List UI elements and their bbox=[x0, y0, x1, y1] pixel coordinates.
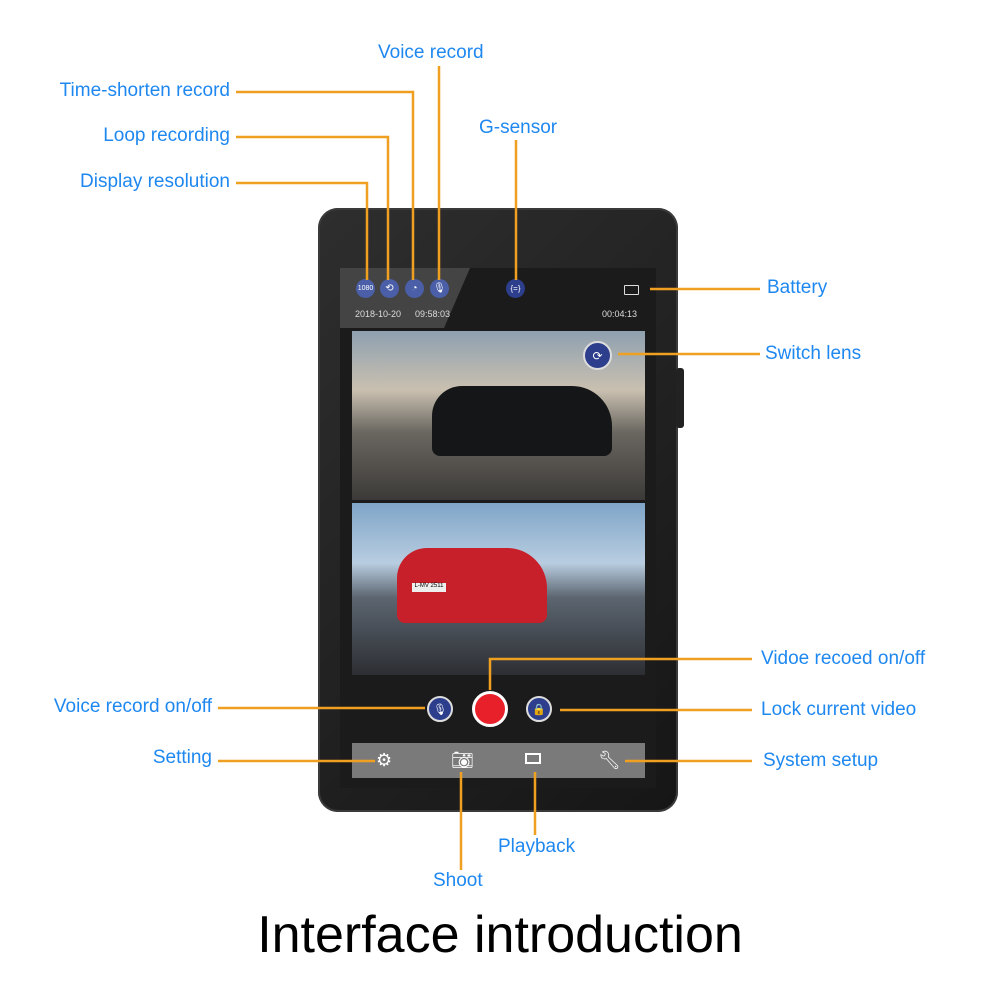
time-lapse-icon[interactable]: ◔ bbox=[405, 279, 424, 298]
label-setting: Setting bbox=[152, 747, 212, 768]
label-time-shorten-record: Time-shorten record bbox=[59, 80, 230, 101]
side-button bbox=[676, 368, 684, 428]
microphone-icon[interactable]: 🎙 bbox=[430, 279, 449, 298]
elapsed-text: 00:04:13 bbox=[602, 309, 638, 319]
label-lock-current-video: Lock current video bbox=[761, 699, 917, 720]
date-text: 2018-10-20 bbox=[355, 309, 402, 319]
label-playback: Playback bbox=[498, 836, 576, 857]
battery-icon bbox=[624, 285, 639, 295]
label-g-sensor: G-sensor bbox=[479, 117, 558, 138]
label-display-resolution: Display resolution bbox=[80, 171, 230, 192]
label-system-setup: System setup bbox=[763, 750, 879, 771]
bottom-toolbar: ⚙ 📷︎ 🔧︎ bbox=[352, 743, 645, 778]
front-camera-view: L-MV 2511 bbox=[352, 503, 645, 675]
label-shoot: Shoot bbox=[433, 870, 483, 891]
time-text: 09:58:03 bbox=[415, 309, 451, 319]
lock-button[interactable]: 🔒 bbox=[526, 696, 552, 722]
label-battery: Battery bbox=[767, 277, 828, 298]
label-voice-record-onoff: Voice record on/off bbox=[53, 696, 212, 717]
license-plate: L-MV 2511 bbox=[412, 583, 446, 592]
leader-loop bbox=[236, 135, 390, 280]
wrench-icon[interactable]: 🔧︎ bbox=[598, 750, 621, 770]
folder-icon[interactable] bbox=[525, 753, 541, 764]
page-title: Interface introduction bbox=[257, 906, 743, 964]
g-sensor-icon[interactable]: {=} bbox=[506, 279, 525, 298]
loop-recording-icon[interactable]: ⟲ bbox=[380, 279, 399, 298]
screen: 1080 ⟲ ◔ 🎙 {=} 2018-10-20 09:58:03 00:04… bbox=[340, 268, 656, 788]
voice-record-button[interactable]: 🎙 bbox=[427, 696, 453, 722]
gear-icon[interactable]: ⚙ bbox=[376, 750, 393, 770]
label-voice-record: Voice record bbox=[378, 42, 484, 63]
label-loop-recording: Loop recording bbox=[103, 125, 230, 146]
label-video-record-onoff: Vidoe recoed on/off bbox=[761, 648, 926, 669]
label-switch-lens: Switch lens bbox=[765, 343, 862, 364]
resolution-icon[interactable]: 1080 bbox=[356, 279, 375, 298]
camera-icon[interactable]: 📷︎ bbox=[451, 750, 474, 770]
leader-resolution bbox=[236, 181, 369, 280]
black-car bbox=[432, 386, 612, 456]
record-button[interactable] bbox=[472, 691, 508, 727]
leader-time-shorten bbox=[236, 90, 415, 280]
switch-lens-button[interactable]: ⟳ bbox=[583, 341, 612, 370]
leader-video-record bbox=[488, 657, 752, 690]
